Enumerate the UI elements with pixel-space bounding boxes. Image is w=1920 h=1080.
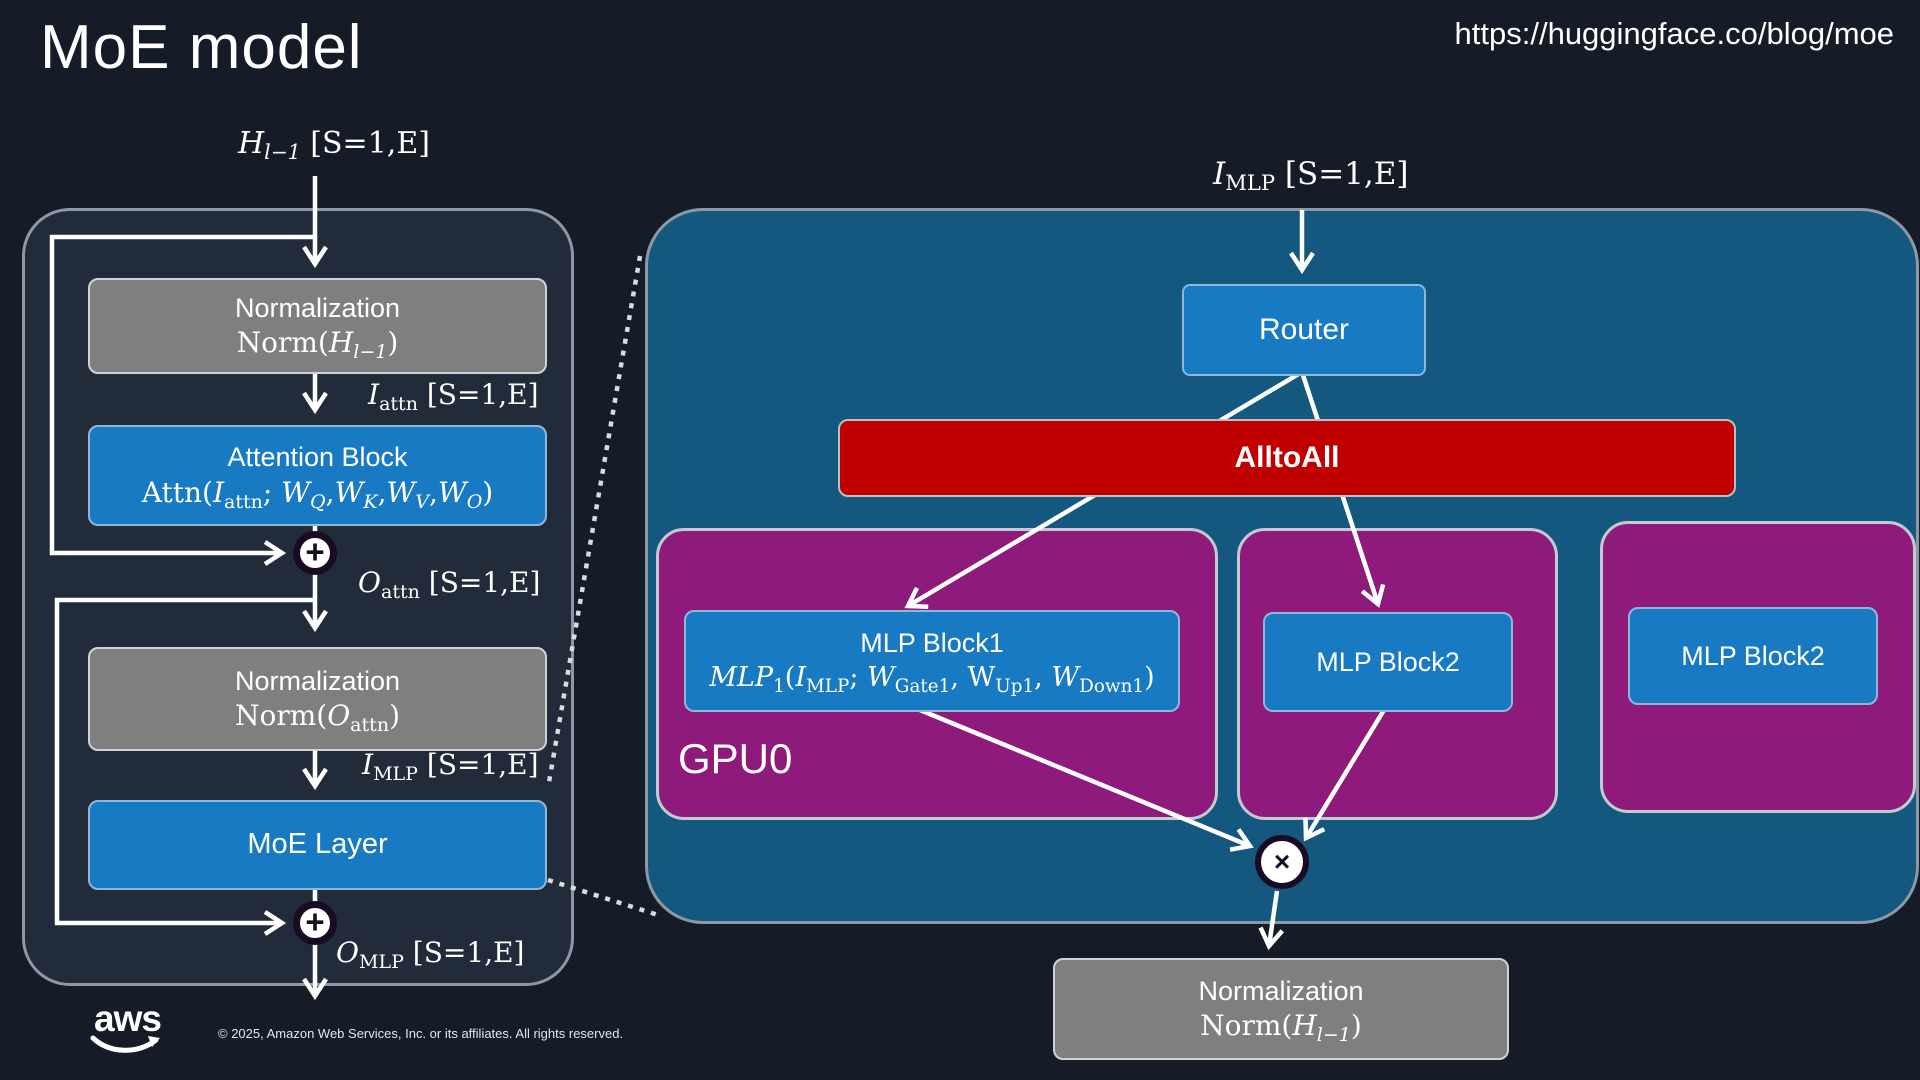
mlp-block1-formula: MLP1(IMLP; WGate1, WUp1, WDown1) xyxy=(709,662,1155,697)
moe-layer-box: MoE Layer xyxy=(88,800,547,890)
mlp-block2-right-box: MLP Block2 xyxy=(1628,607,1878,705)
normalization-mid-title: Normalization xyxy=(234,665,401,696)
label-h-input: Hl−1 [S=1,E] xyxy=(238,126,430,165)
moe-layer-title: MoE Layer xyxy=(247,828,388,861)
label-i-mlp-left: IMLP [S=1,E] xyxy=(362,748,539,785)
attention-block-formula: Attn(Iattn; WQ,WK,WV,WO) xyxy=(141,475,494,513)
residual-add-2: + xyxy=(293,901,337,945)
copyright-text: © 2025, Amazon Web Services, Inc. or its… xyxy=(218,1026,624,1041)
label-i-attn: Iattn [S=1,E] xyxy=(368,378,539,415)
normalization-bottom-formula: Norm(Hl−1) xyxy=(1200,1009,1362,1047)
normalization-top-title: Normalization xyxy=(234,292,401,323)
normalization-mid-formula: Norm(Oattn) xyxy=(234,699,401,737)
label-o-mlp: OMLP [S=1,E] xyxy=(336,936,525,973)
normalization-bottom-title: Normalization xyxy=(1198,975,1364,1006)
alltoall-bar: AlltoAll xyxy=(838,419,1736,497)
mlp-block1-box: MLP Block1 MLP1(IMLP; WGate1, WUp1, WDow… xyxy=(684,610,1180,712)
normalization-mid-box: Normalization Norm(Oattn) xyxy=(88,647,547,751)
label-i-mlp-right: IMLP [S=1,E] xyxy=(1213,156,1409,196)
router-label: Router xyxy=(1258,312,1350,346)
page-title: MoE model xyxy=(40,13,363,82)
normalization-bottom-box: Normalization Norm(Hl−1) xyxy=(1053,958,1509,1060)
mlp-block1-title: MLP Block1 xyxy=(860,628,1004,659)
attention-block-box: Attention Block Attn(Iattn; WQ,WK,WV,WO) xyxy=(88,425,547,526)
gpu0-label: GPU0 xyxy=(678,735,793,782)
mlp-block2-right-title: MLP Block2 xyxy=(1681,640,1825,671)
aws-smile-icon xyxy=(90,1035,160,1053)
mlp-block2-mid-title: MLP Block2 xyxy=(1316,646,1460,677)
aws-logo: aws xyxy=(94,998,162,1039)
router-box: Router xyxy=(1182,284,1426,376)
multiply-node: × xyxy=(1255,835,1309,889)
normalization-top-box: Normalization Norm(Hl−1) xyxy=(88,278,547,374)
alltoall-label: AlltoAll xyxy=(1234,440,1340,474)
label-o-attn: Oattn [S=1,E] xyxy=(358,566,541,603)
attention-block-title: Attention Block xyxy=(227,442,408,473)
residual-add-1: + xyxy=(293,531,337,575)
mlp-block2-mid-box: MLP Block2 xyxy=(1263,612,1513,712)
source-url: https://huggingface.co/blog/moe xyxy=(1454,16,1894,51)
normalization-top-formula: Norm(Hl−1) xyxy=(236,326,399,364)
